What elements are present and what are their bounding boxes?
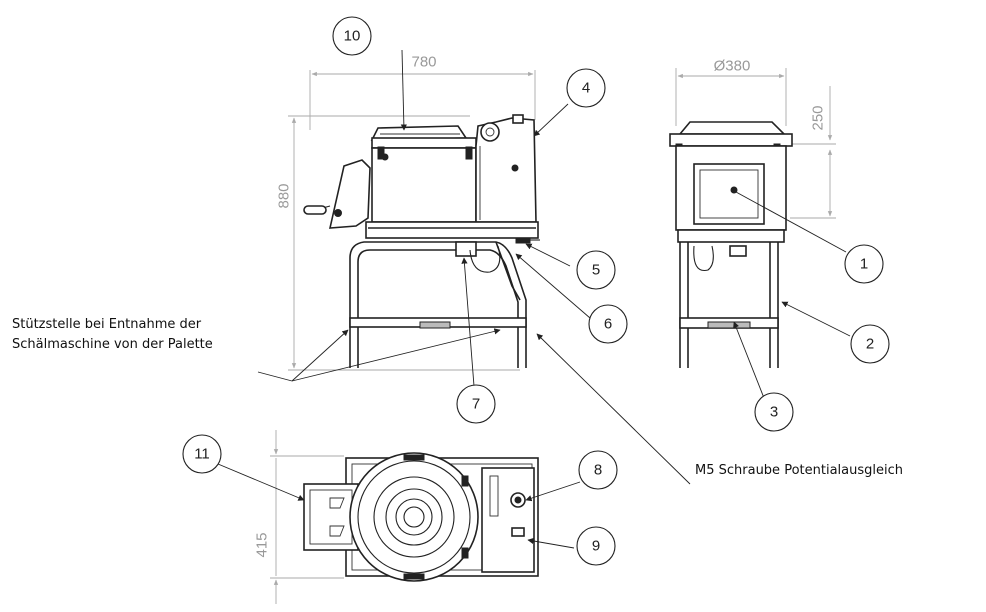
- dim-diameter-label: Ø380: [714, 58, 751, 75]
- callout-9-label: 9: [592, 538, 600, 555]
- callout-2-label: 2: [866, 336, 874, 353]
- dim-height-label: 880: [276, 183, 293, 208]
- callout-3: 3: [754, 392, 794, 432]
- callout-6-label: 6: [604, 316, 612, 333]
- callout-4-label: 4: [582, 80, 590, 97]
- callout-10-label: 10: [344, 28, 361, 45]
- callout-1: 1: [844, 244, 884, 284]
- side-view: [257, 70, 691, 485]
- callouts: 10 4 5 6 7 1 2 3: [182, 16, 890, 566]
- dimension-labels: 780 880 Ø380 250 415: [254, 54, 827, 558]
- dim-depth-label: 415: [254, 532, 271, 557]
- callout-11: 11: [182, 434, 222, 474]
- dim-width-label: 780: [411, 54, 436, 71]
- callout-8-label: 8: [594, 462, 602, 479]
- dim-lid-height-label: 250: [810, 105, 827, 130]
- m5-screw-note: M5 Schraube Potentialausgleich: [695, 463, 903, 478]
- callout-7-label: 7: [472, 396, 480, 413]
- callout-5: 5: [576, 250, 616, 290]
- callout-8: 8: [578, 450, 618, 490]
- callout-2: 2: [850, 324, 890, 364]
- callout-3-label: 3: [770, 404, 778, 421]
- callout-7: 7: [456, 384, 496, 424]
- callout-9: 9: [576, 526, 616, 566]
- support-note-line2: Schälmaschine von der Palette: [12, 337, 213, 352]
- notes: Stützstelle bei Entnahme der Schälmaschi…: [12, 317, 903, 478]
- callout-5-label: 5: [592, 262, 600, 279]
- callout-1-label: 1: [860, 256, 868, 273]
- top-view: [270, 430, 539, 604]
- callout-6: 6: [588, 304, 628, 344]
- callout-4: 4: [566, 68, 606, 108]
- callout-11-label: 11: [194, 446, 210, 463]
- front-view: [669, 68, 836, 368]
- callout-10: 10: [332, 16, 372, 56]
- support-note-line1: Stützstelle bei Entnahme der: [12, 317, 202, 332]
